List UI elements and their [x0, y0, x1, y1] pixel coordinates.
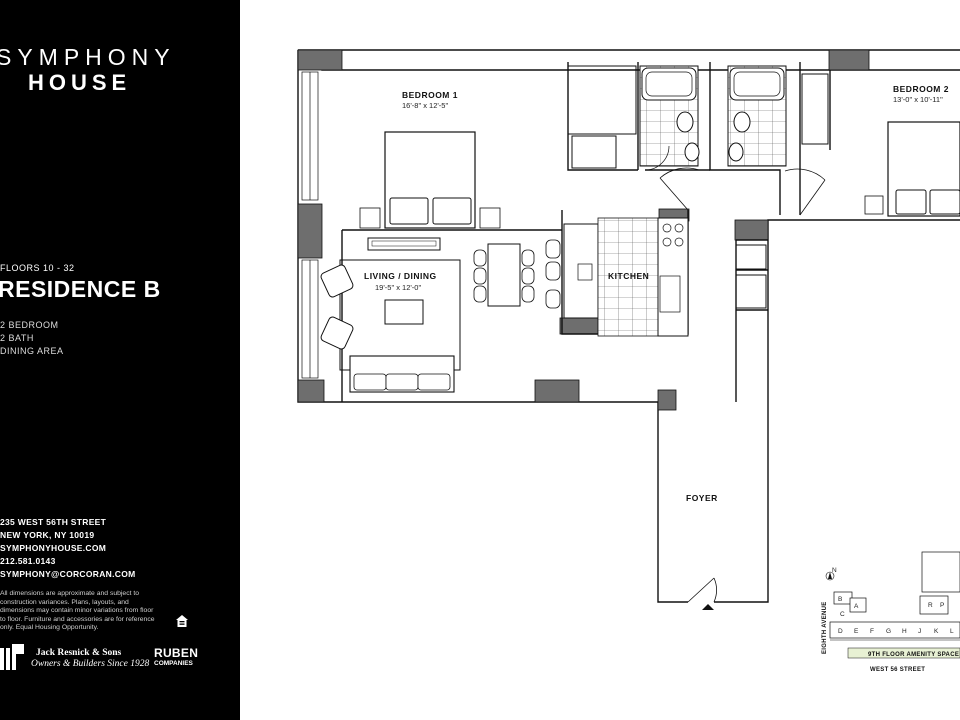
bathroom-2	[727, 65, 787, 167]
keyplan-unit-k: K	[934, 628, 939, 635]
entry-arrow-icon	[702, 604, 714, 610]
keyplan-unit-h: H	[902, 628, 907, 635]
ruben-logo-line2: COMPANIES	[154, 660, 193, 667]
bedroom-1-label: BEDROOM 1	[402, 90, 458, 100]
residence-title: RESIDENCE B	[0, 276, 161, 302]
keyplan-unit-d: D	[838, 628, 843, 635]
keyplan-unit-p: P	[940, 602, 944, 609]
keyplan-unit-c: C	[840, 611, 845, 618]
address-line2: NEW YORK, NY 10019	[0, 530, 95, 540]
keyplan-north: N	[832, 567, 837, 574]
keyplan-amenity-label: 9TH FLOOR AMENITY SPACE	[868, 652, 959, 658]
bathroom-1	[639, 65, 700, 171]
living-furniture	[320, 237, 461, 393]
brand-name-line2: HOUSE	[28, 70, 132, 95]
keyplan-unit-l: L	[950, 628, 954, 635]
feature-bedrooms: 2 BEDROOM	[0, 320, 59, 330]
wall-blocks	[297, 49, 870, 411]
floors-range: FLOORS 10 - 32	[0, 263, 75, 273]
keyplan-unit-a: A	[854, 603, 859, 610]
closets	[567, 65, 829, 309]
doors	[659, 167, 826, 603]
living-dining-dims: 19'-5" x 12'-0"	[375, 283, 421, 292]
bed-1	[359, 131, 501, 229]
bedroom-2-label: BEDROOM 2	[893, 84, 949, 94]
foyer-label: FOYER	[686, 493, 718, 503]
floor-plan: BEDROOM 1 16'-8" x 12'-5" BEDROOM 2 13'-…	[297, 49, 960, 673]
key-plan: N B A R P C D E F G H J K L 9TH FLOOR AM…	[822, 551, 960, 673]
keyplan-street-label: WEST 56 STREET	[870, 667, 925, 673]
window-left	[301, 71, 319, 379]
keyplan-unit-j: J	[918, 628, 921, 635]
info-sidebar: SYMPHONY HOUSE FLOORS 10 - 32 RESIDENCE …	[0, 0, 240, 720]
dining-set	[473, 239, 561, 309]
keyplan-unit-f: F	[870, 628, 874, 635]
kitchen-fixtures	[563, 217, 689, 337]
equal-housing-icon	[176, 615, 188, 627]
kitchen-label: KITCHEN	[608, 271, 649, 281]
address-line1: 235 WEST 56TH STREET	[0, 517, 107, 527]
keyplan-unit-b: B	[838, 596, 842, 603]
phone-number[interactable]: 212.581.0143	[0, 556, 56, 566]
keyplan-unit-e: E	[854, 628, 859, 635]
bedroom-2-dims: 13'-0" x 10'-11"	[893, 95, 943, 104]
jack-resnick-logo-icon	[0, 644, 24, 670]
bed-2	[864, 121, 960, 217]
ruben-logo-line1: RUBEN	[154, 646, 199, 660]
living-dining-label: LIVING / DINING	[364, 271, 437, 281]
jack-resnick-tagline: Owners & Builders Since 1928	[31, 659, 150, 669]
feature-dining: DINING AREA	[0, 346, 64, 356]
feature-baths: 2 BATH	[0, 333, 34, 343]
website-link[interactable]: SYMPHONYHOUSE.COM	[0, 543, 107, 553]
brand-name-line1: SYMPHONY	[0, 44, 176, 70]
keyplan-unit-g: G	[886, 628, 891, 635]
keyplan-avenue-label: EIGHTH AVENUE	[822, 601, 828, 654]
keyplan-unit-r: R	[928, 602, 933, 609]
bedroom-1-dims: 16'-8" x 12'-5"	[402, 101, 448, 110]
disclaimer-text: All dimensions are approximate and subje…	[0, 590, 155, 632]
email-link[interactable]: SYMPHONY@CORCORAN.COM	[0, 569, 136, 579]
jack-resnick-name: Jack Resnick & Sons	[36, 648, 122, 658]
